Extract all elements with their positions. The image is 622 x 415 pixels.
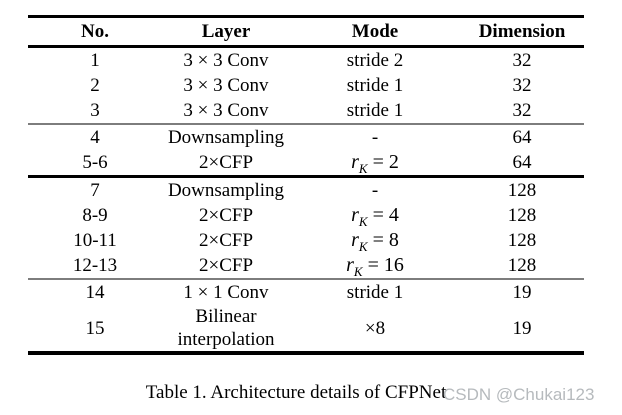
table-section: 7 Downsampling - 128 8-9 2×CFP rK = 4 128 10-11 2… [28,177,584,279]
table-cell: stride 1 [346,282,404,303]
table-cell: Downsampling [167,127,285,148]
table-row: 3 3 × 3 Conv stride 1 32 [28,98,584,124]
table-cell: - [371,127,379,148]
table-cell: rK = 2 [290,150,460,177]
table-cell: 12-13 [72,255,118,276]
table-header: No. Layer Mode Dimension [28,17,584,47]
architecture-table: No. Layer Mode Dimension 1 3 × 3 Conv stride … [28,15,584,355]
table-row: 5-6 2×CFP rK = 2 64 [28,150,584,177]
table-cell: 2 [90,75,100,96]
table-cell: 15 [85,317,105,339]
table-cell: 64 [512,152,532,173]
table-cell: 1 [90,50,100,71]
column-header: Mode [351,20,399,42]
table-cell: 32 [512,100,532,121]
table-cell: stride 2 [346,50,404,71]
table-section: 14 1 × 1 Conv stride 1 19 15 Bilinear interpo… [28,279,584,353]
table-cell: 7 [90,180,100,201]
table-row: 15 Bilinear interpolation ×8 19 [28,305,584,353]
table-cell: 3 × 3 Conv [183,75,269,96]
column-header: Layer [201,20,251,42]
table-cell: 128 [507,255,537,276]
table-cell: 2×CFP [198,205,254,226]
table-cell: 128 [507,205,537,226]
table-cell: 32 [512,50,532,71]
watermark: CSDN @Chukai123 [443,385,595,404]
table-cell: 3 × 3 Conv [183,50,269,71]
table-cell: 8-9 [82,205,108,226]
column-header: Dimension [478,20,566,42]
table-cell: Bilinear interpolation [177,306,275,350]
table-row: 12-13 2×CFP rK = 16 128 [28,253,584,279]
math-expression: rK = 8 [351,229,399,254]
table-cell: 3 [90,100,100,121]
math-expression: rK = 4 [351,204,399,229]
table-cell: 10-11 [73,230,117,251]
table-section: 1 3 × 3 Conv stride 2 32 2 3 × 3 Conv stride 1… [28,47,584,124]
table-cell: 32 [512,75,532,96]
table-row: 10-11 2×CFP rK = 8 128 [28,228,584,253]
table-cell: 2×CFP [198,152,254,173]
table-cell: - [371,180,379,201]
table-cell: rK = 4 [290,203,460,228]
table-cell: 3 × 3 Conv [183,100,269,121]
table-cell: 4 [90,127,100,148]
table-cell: ×8 [364,317,386,339]
table-cell: rK = 8 [290,228,460,253]
table-cell: 2×CFP [198,230,254,251]
table-row: 4 Downsampling - 64 [28,124,584,150]
table-caption: Table 1. Architecture details of CFPNet [145,382,447,403]
table-cell: rK = 16 [290,253,460,279]
math-expression: rK = 2 [351,151,399,176]
table-cell: 64 [512,127,532,148]
table-cell: Downsampling [167,180,285,201]
table-cell: 14 [85,282,105,303]
header-row: No. Layer Mode Dimension [28,17,584,47]
table-cell: 19 [512,317,532,339]
table-row: 2 3 × 3 Conv stride 1 32 [28,73,584,98]
table-cell: 2×CFP [198,255,254,276]
table-cell: 5-6 [82,152,108,173]
table-row: 7 Downsampling - 128 [28,177,584,204]
column-header: No. [81,20,109,42]
table-cell: 128 [507,180,537,201]
table-cell: 19 [512,282,532,303]
table-cell: 128 [507,230,537,251]
table-cell: stride 1 [346,75,404,96]
table-cell: 1 × 1 Conv [183,282,269,303]
table-row: 1 3 × 3 Conv stride 2 32 [28,47,584,74]
table-row: 8-9 2×CFP rK = 4 128 [28,203,584,228]
table-cell: stride 1 [346,100,404,121]
math-expression: rK = 16 [346,254,404,279]
table-row: 14 1 × 1 Conv stride 1 19 [28,279,584,305]
table-section: 4 Downsampling - 64 5-6 2×CFP rK = 2 64 [28,124,584,177]
